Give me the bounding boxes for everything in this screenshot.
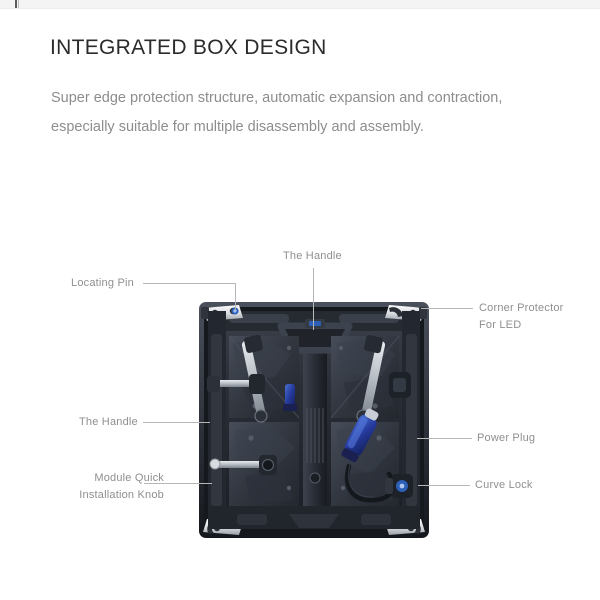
callout-label-the-handle-left: The Handle — [79, 416, 138, 428]
callout-label-corner-protector-line2: For LED — [479, 319, 522, 331]
curve-lock — [385, 474, 413, 498]
top-strip-marker-secondary — [18, 0, 19, 8]
cabinet-center-spine — [303, 328, 327, 514]
leader-line-power-plug — [417, 438, 472, 439]
led-cabinet-image — [193, 288, 435, 550]
callout-label-curve-lock: Curve Lock — [475, 479, 533, 491]
leader-line-corner-protector — [421, 308, 473, 309]
right-side-latch — [389, 372, 411, 398]
module-quick-installation-knob — [209, 455, 277, 475]
the-handle-left-side — [207, 374, 265, 394]
leader-line-curve-lock — [418, 485, 470, 486]
leader-line-locating-pin-drop — [235, 283, 236, 311]
signal-connector — [283, 384, 297, 411]
product-diagram: Locating Pin The Handle Corner Protector… — [0, 230, 600, 570]
leader-line-locating-pin — [143, 283, 236, 284]
callout-label-corner-protector: Corner Protector For LED — [479, 300, 589, 334]
callout-label-module-knob-line2: Installation Knob — [79, 489, 164, 501]
callout-label-the-handle-top: The Handle — [283, 250, 342, 262]
leader-line-the-handle-top — [313, 268, 314, 330]
page-title: INTEGRATED BOX DESIGN — [50, 36, 327, 59]
cabinet-bottom-rail — [208, 506, 420, 529]
page-description: Super edge protection structure, automat… — [51, 90, 503, 135]
callout-label-locating-pin: Locating Pin — [71, 277, 134, 289]
leader-line-module-knob — [144, 483, 212, 484]
callout-label-corner-protector-line1: Corner Protector — [479, 302, 564, 314]
top-chrome-strip — [0, 0, 600, 9]
callout-label-module-knob: Module Quick Installation Knob — [44, 470, 164, 504]
leader-line-the-handle-left — [143, 422, 210, 423]
top-strip-marker — [15, 0, 17, 8]
callout-label-power-plug: Power Plug — [477, 432, 536, 444]
callout-label-module-knob-line1: Module Quick — [94, 472, 164, 484]
